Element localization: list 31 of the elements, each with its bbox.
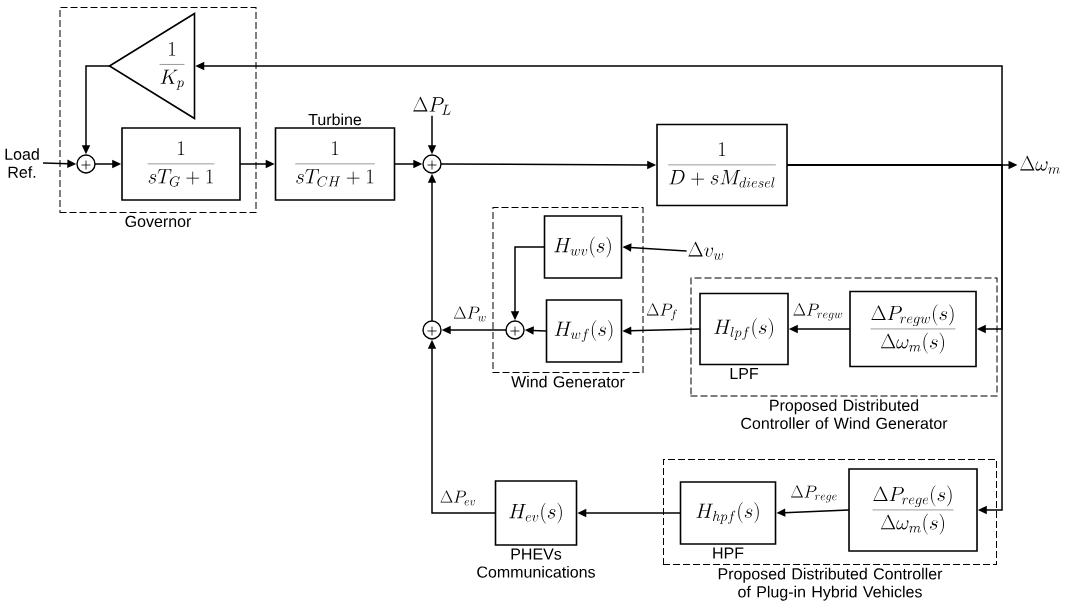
edge-label: $\Delta P_{ev}$	[438, 489, 478, 507]
summing-junction	[505, 320, 525, 340]
edge-label: $\Delta P_{regw}$	[791, 302, 845, 322]
edge-label: $\Delta P_{rege}$	[789, 484, 839, 504]
node-label: Proposed Distributed Controller of Plug-in Hybrid Vehicles	[718, 567, 943, 601]
node-label: PHEVs Communications	[477, 548, 595, 578]
summing-junction	[422, 320, 442, 340]
transfer-function-box: $\frac{1}{sT_G+1}$	[121, 127, 241, 201]
transfer-function-box: $H_{wv}(s)$	[543, 215, 623, 279]
signal-label: $\Delta v_w$	[688, 241, 724, 260]
arrow	[787, 164, 1003, 515]
node-label: Governor	[125, 215, 192, 228]
node-label: Wind Generator	[511, 375, 625, 388]
node-label: Proposed Distributed Controller of Wind Generator	[741, 399, 948, 430]
transfer-function-box: Turbine $\frac{1}{sT_{CH}+1}$	[274, 113, 396, 201]
transfer-function-box: $\frac{\Delta P_{regw}(s)}{\Delta\omega_m(s)}$	[849, 290, 977, 368]
node-label: HPF	[713, 547, 744, 559]
transfer-function-box: $H_{ev}(s)$ PHEVs Communications	[477, 480, 595, 578]
edge-label: $\Delta P_f$	[645, 302, 679, 322]
node-label: Turbine	[308, 113, 362, 126]
signal-label: $\Delta P_L$	[413, 96, 451, 115]
input-label: Load Ref.	[5, 148, 39, 178]
node-label: LPF	[730, 368, 759, 380]
output-label: $\Delta\omega_m$	[1020, 155, 1060, 174]
transfer-function-box: $\frac{1}{D+sM_{diesel}}$	[656, 123, 788, 207]
transfer-function-box: $\frac{\Delta P_{rege}(s)}{\Delta\omega_m(s)}$	[848, 468, 978, 552]
summing-junction	[76, 154, 96, 174]
transfer-function-box: $H_{wf}(s)$	[545, 299, 623, 363]
summing-junction	[422, 154, 442, 174]
edge-label: $\Delta P_w$	[452, 305, 488, 323]
filter-box: $H_{lpf}(s)$ LPF	[699, 292, 789, 380]
